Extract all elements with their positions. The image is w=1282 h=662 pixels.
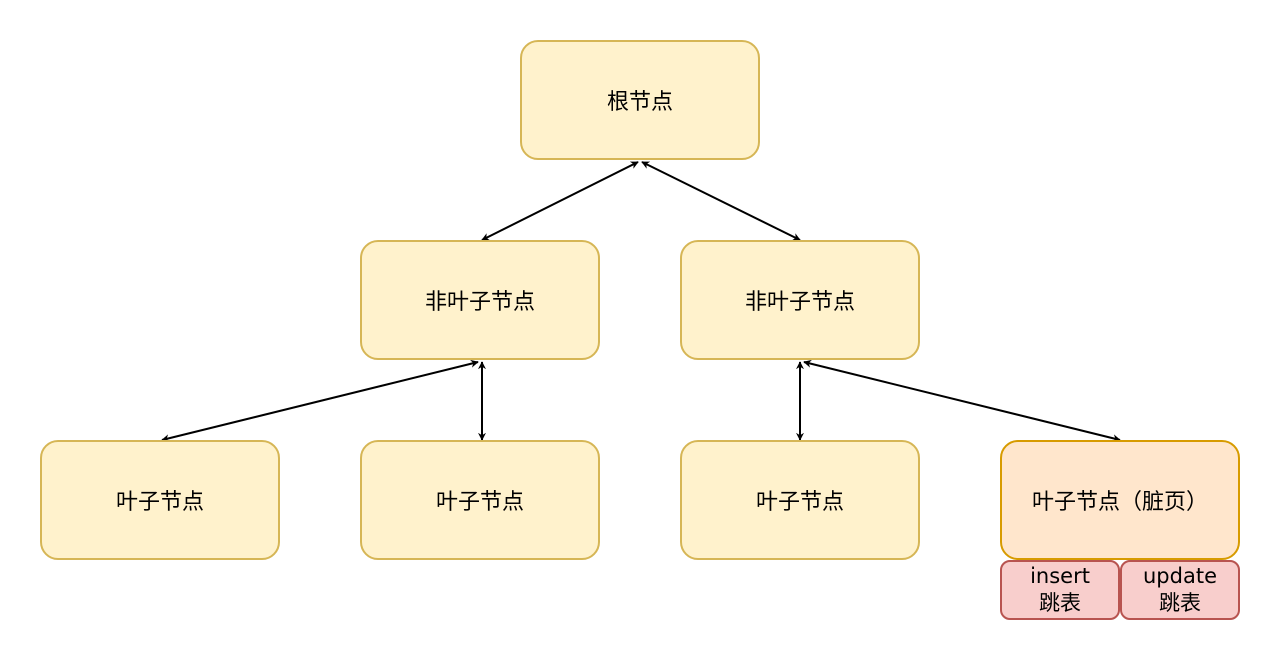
- leaf-node-1: 叶子节点: [40, 440, 280, 560]
- update-skiplist-tag: update 跳表: [1120, 560, 1240, 620]
- edge-root-internal-left: [481, 161, 639, 241]
- leaf-node-3: 叶子节点: [680, 440, 920, 560]
- edge-root-internal-right: [641, 161, 801, 241]
- leaf-node-1-label: 叶子节点: [115, 490, 204, 515]
- leaf-node-2: 叶子节点: [360, 440, 600, 560]
- leaf-node-3-label: 叶子节点: [755, 490, 844, 515]
- insert-skiplist-tag: insert 跳表: [1000, 560, 1120, 620]
- root-node-label: 根节点: [606, 90, 673, 115]
- root-node: 根节点: [520, 40, 760, 160]
- insert-tag-line2: 跳表: [1039, 591, 1081, 615]
- edge-internal-left-leaf-1: [161, 359, 479, 443]
- update-tag-line2: 跳表: [1159, 591, 1201, 615]
- insert-tag-line1: insert: [1030, 564, 1090, 588]
- edge-internal-right-leaf-4: [803, 359, 1121, 443]
- internal-node-right: 非叶子节点: [680, 240, 920, 360]
- leaf-node-2-label: 叶子节点: [435, 490, 524, 515]
- internal-node-left: 非叶子节点: [360, 240, 600, 360]
- leaf-node-dirty-page: 叶子节点（脏页）: [1000, 440, 1240, 560]
- internal-node-left-label: 非叶子节点: [424, 290, 535, 315]
- leaf-node-dirty-page-label: 叶子节点（脏页）: [1031, 490, 1208, 515]
- internal-node-right-label: 非叶子节点: [744, 290, 855, 315]
- update-tag-line1: update: [1143, 564, 1217, 588]
